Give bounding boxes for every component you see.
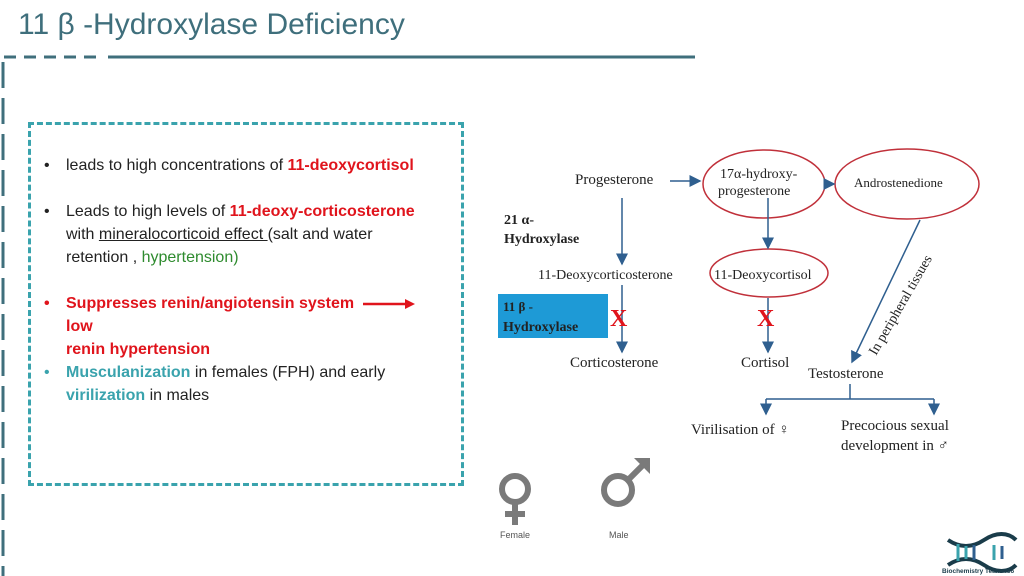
male-symbol-icon — [601, 458, 650, 507]
highlight-deoxycorticosterone: 11-deoxy-corticosterone — [229, 203, 415, 220]
arrow-to-testosterone — [851, 219, 921, 364]
female-symbol-icon — [499, 473, 531, 525]
bullet-text: renin hypertension — [66, 341, 211, 358]
node-progesterone: Progesterone — [575, 172, 654, 188]
node-corticosterone: Corticosterone — [570, 355, 659, 371]
bullet-text: in males — [145, 387, 210, 404]
bullet-musculanization: • Musculanization in females (FPH) and e… — [36, 361, 446, 407]
bullet-text: (salt and water — [267, 226, 373, 243]
node-precocious-line1: Precocious sexual — [841, 418, 949, 434]
highlight-deoxycortisol: 11-deoxycortisol — [287, 157, 414, 174]
female-label: Female — [500, 530, 530, 540]
right-arrow-icon — [362, 298, 415, 309]
bullet-marker: • — [44, 203, 50, 220]
node-testosterone: Testosterone — [808, 366, 884, 382]
node-deoxycortisol: 11-Deoxycortisol — [714, 268, 812, 283]
label-peripheral-tissues: In peripheral tissues — [866, 253, 935, 358]
bullet-marker: • — [44, 157, 50, 174]
highlight-virilization: virilization — [66, 387, 146, 404]
block-mark-cortisol: X — [757, 306, 775, 332]
bullet-renin-suppression: • Suppresses renin/angiotensin system lo… — [36, 292, 446, 361]
bullet-text: retention , — [66, 249, 142, 266]
bullet-marker: • — [44, 295, 50, 312]
bullet-text: in females (FPH) and early — [190, 364, 386, 381]
bullet-marker: • — [44, 364, 50, 381]
node-androstenedione: Androstenedione — [854, 175, 943, 190]
highlight-musculanization: Musculanization — [66, 364, 191, 381]
node-virilisation: Virilisation of ♀ — [691, 422, 790, 438]
node-hydroxyprogesterone-line2: progesterone — [718, 184, 790, 199]
team-logo-text: Biochemistry Team 436 — [942, 568, 1015, 575]
enzyme-11b-box — [498, 294, 608, 338]
bullet-text: leads to high concentrations of — [66, 157, 288, 174]
notes-box — [28, 122, 464, 486]
bullet-text: low — [66, 318, 93, 335]
node-precocious-line2: development in ♂ — [841, 438, 949, 454]
node-cortisol: Cortisol — [741, 355, 789, 371]
highlight-hypertension: hypertension) — [141, 249, 239, 266]
page-title: 11 β -Hydroxylase Deficiency — [18, 8, 405, 41]
enzyme-21a-line1: 21 α- — [504, 213, 534, 228]
enzyme-21a-line2: Hydroxylase — [504, 232, 579, 247]
bullet-deoxycorticosterone: • Leads to high levels of 11-deoxy-corti… — [36, 200, 446, 269]
enzyme-11b-line2: Hydroxylase — [503, 320, 578, 335]
enzyme-11b-line1: 11 β - — [503, 299, 533, 314]
bullet-text: with — [66, 226, 99, 243]
team-logo-icon — [946, 532, 1018, 573]
bullet-text: Suppresses renin/angiotensin system — [66, 295, 355, 312]
node-hydroxyprogesterone-line1: 17α-hydroxy- — [720, 167, 798, 182]
bullet-high-deoxycortisol: • leads to high concentrations of 11-deo… — [36, 154, 446, 177]
underlined-mineralocorticoid: mineralocorticoid effect — [98, 226, 268, 243]
block-mark-corticosterone: X — [610, 306, 628, 332]
node-deoxycorticosterone: 11-Deoxycorticosterone — [538, 268, 673, 283]
bullet-text: Leads to high levels of — [66, 203, 230, 220]
male-label: Male — [609, 530, 629, 540]
